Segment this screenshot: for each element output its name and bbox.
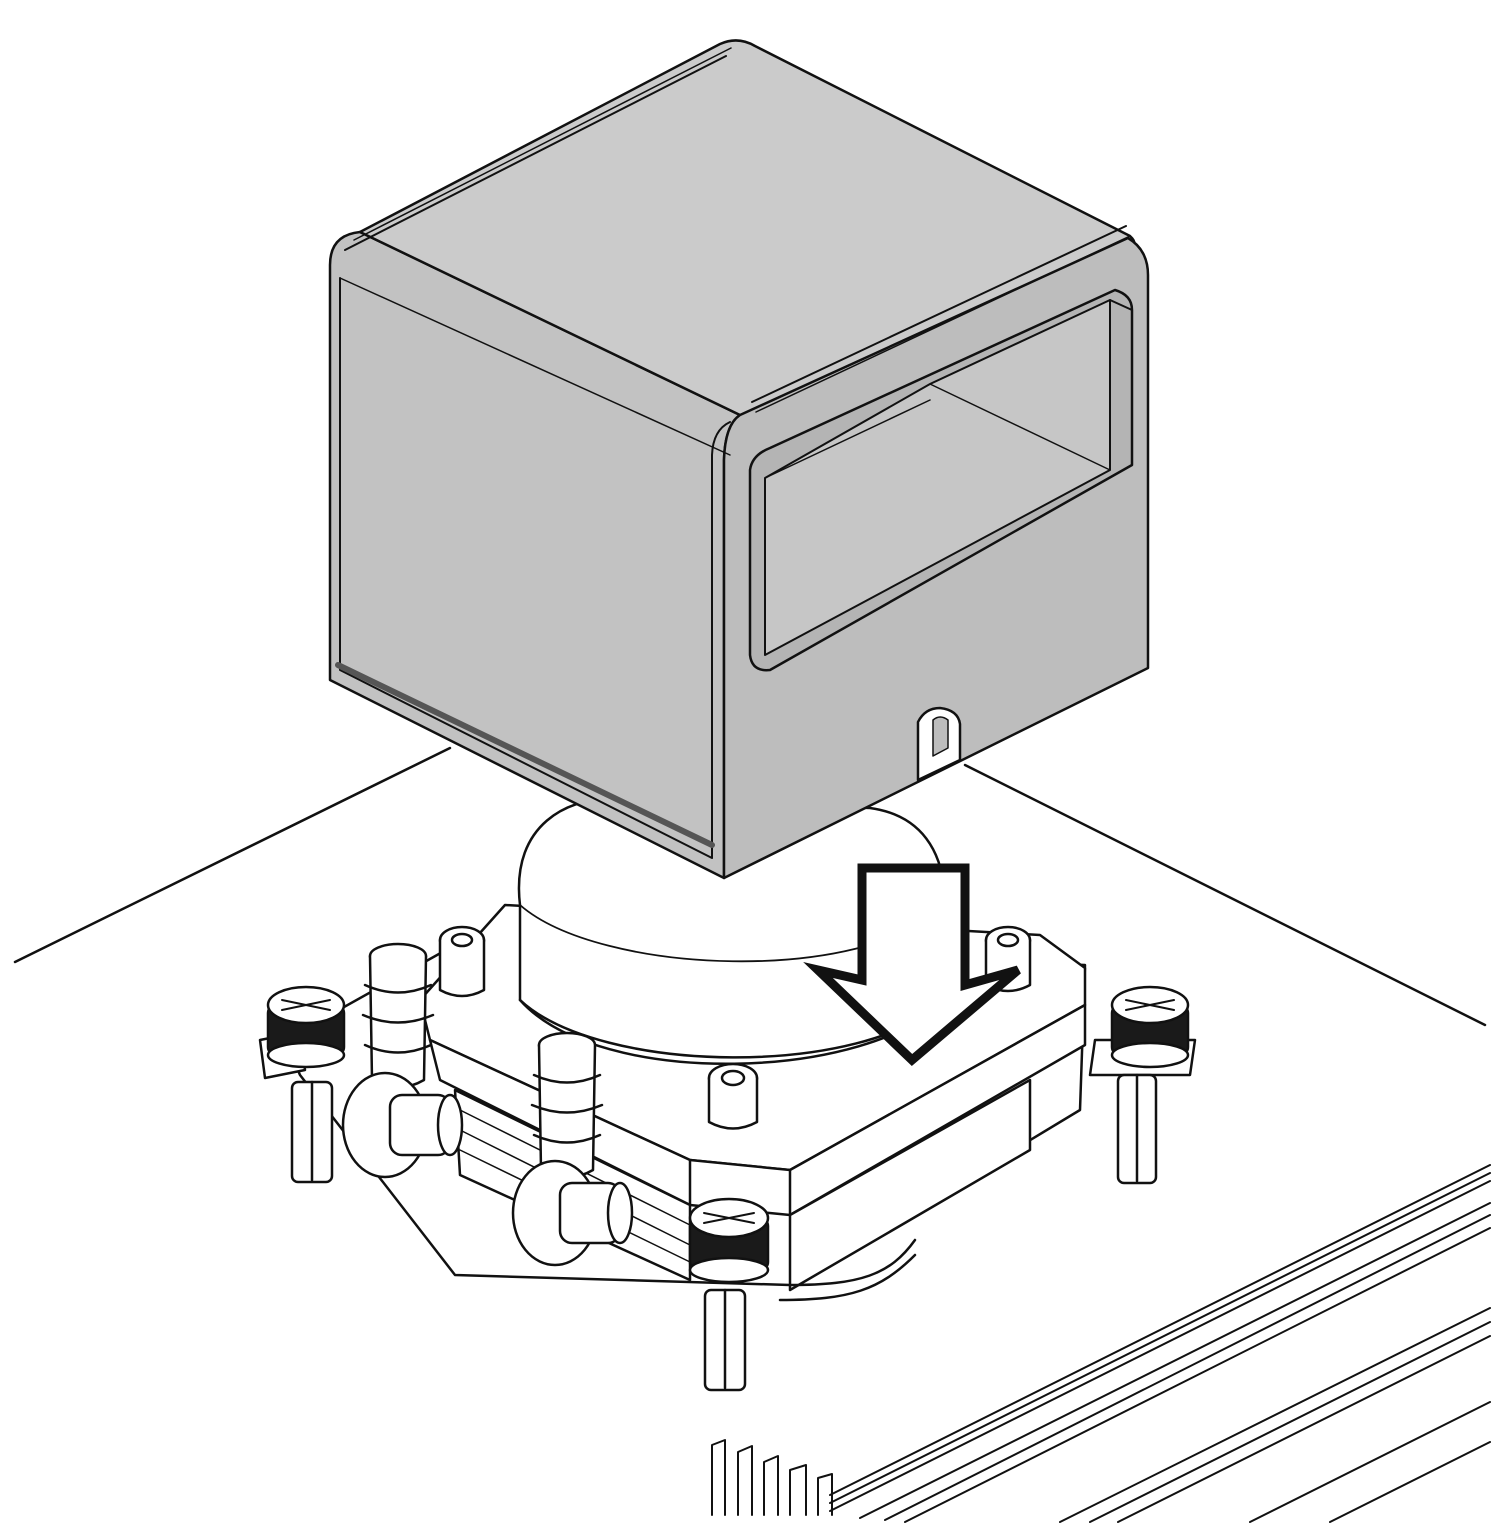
protective-cover-box [328,39,1150,880]
down-arrow-icon [803,863,1021,1067]
hex-post [438,925,486,998]
thumb-screw-icon [1110,985,1190,1069]
thumb-screw-icon [266,985,346,1069]
ram-module-icon [711,1164,1491,1523]
hose-fitting-icon [341,942,634,1267]
hex-post [707,1062,759,1130]
standoff-legs [290,1073,1158,1392]
motherboard-outline [13,746,1487,1027]
thumb-screw-icon [688,1197,770,1284]
